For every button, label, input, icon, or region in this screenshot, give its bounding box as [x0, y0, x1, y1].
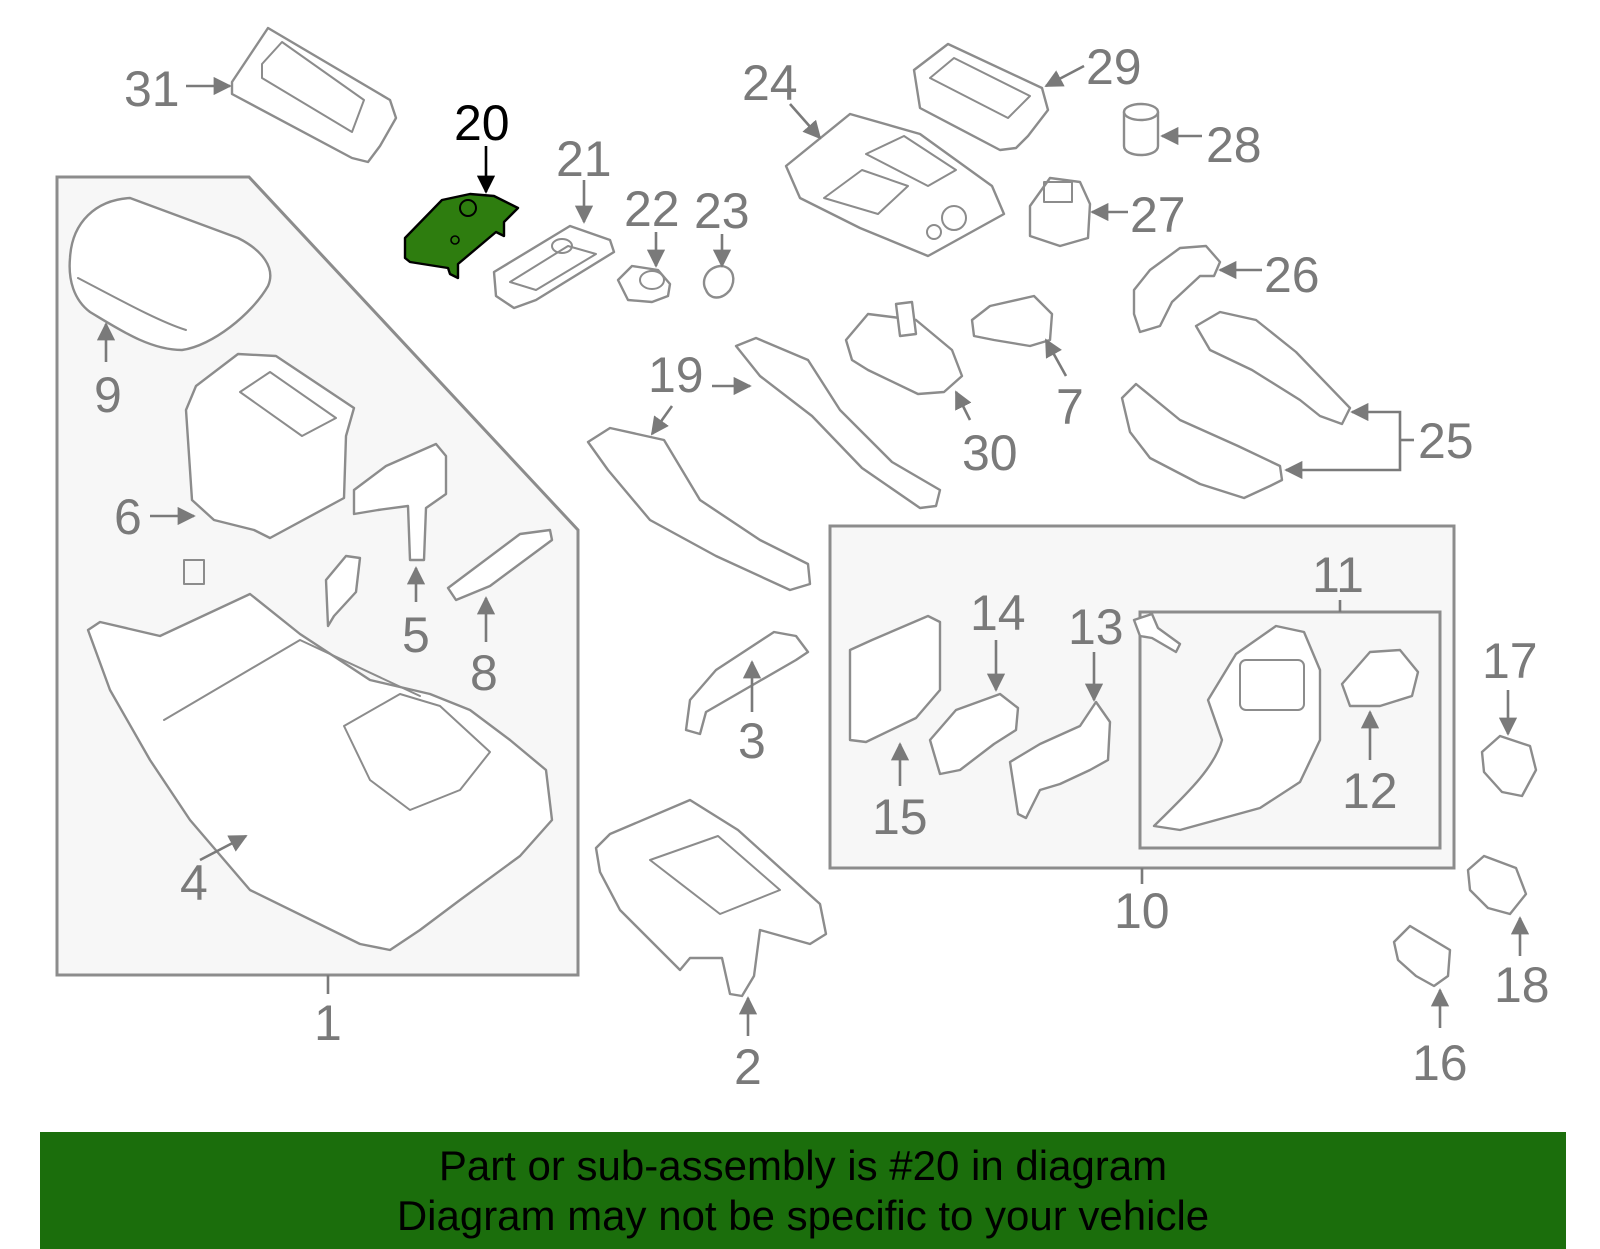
part-28-shape [1122, 102, 1160, 157]
callout-31[interactable]: 31 [124, 61, 180, 117]
part-6-shape [184, 352, 356, 540]
callout-18[interactable]: 18 [1494, 957, 1550, 1013]
part-21-shape [492, 224, 616, 310]
part-9-shape [68, 196, 272, 352]
callout-2[interactable]: 2 [734, 1039, 762, 1095]
callout-6[interactable]: 6 [114, 489, 142, 545]
part-19-shape [586, 336, 942, 592]
part-31-shape [230, 26, 398, 164]
part-4-shape [86, 559, 554, 952]
callout-4[interactable]: 4 [180, 855, 208, 911]
part-24-shape [784, 112, 1006, 258]
group-box-11 [1138, 610, 1442, 850]
part-29-shape [912, 42, 1050, 152]
part-15-shape [848, 614, 942, 744]
part-2-shape [594, 798, 828, 998]
callout-12[interactable]: 12 [1342, 763, 1398, 819]
leader-lines [96, 64, 1530, 1036]
callout-16[interactable]: 16 [1412, 1035, 1468, 1091]
part-20-shape [403, 192, 520, 280]
callout-27[interactable]: 27 [1130, 187, 1186, 243]
banner-line-disclaimer: Diagram may not be specific to your vehi… [396, 1191, 1210, 1239]
callout-24[interactable]: 24 [742, 55, 798, 111]
part-25-shape [1120, 310, 1352, 500]
callout-3[interactable]: 3 [738, 713, 766, 769]
part-11-shape [1152, 624, 1322, 832]
part-14-shape [928, 692, 1020, 776]
callout-19[interactable]: 19 [648, 347, 704, 403]
callout-7[interactable]: 7 [1056, 379, 1084, 435]
callout-8[interactable]: 8 [470, 645, 498, 701]
callout-28[interactable]: 28 [1206, 117, 1262, 173]
callout-1[interactable]: 1 [314, 995, 342, 1051]
part-bolt-shape [1132, 612, 1182, 654]
banner-line-part: Part or sub-assembly is #20 in diagram [438, 1141, 1168, 1189]
callout-13[interactable]: 13 [1068, 599, 1124, 655]
callout-5[interactable]: 5 [402, 607, 430, 663]
part-30-shape [844, 300, 964, 396]
part-26-shape [1132, 244, 1222, 334]
callout-14[interactable]: 14 [970, 585, 1026, 641]
callout-17[interactable]: 17 [1482, 633, 1538, 689]
callout-21[interactable]: 21 [556, 131, 612, 187]
callout-22[interactable]: 22 [624, 181, 680, 237]
part-8-shape [446, 528, 554, 602]
callout-10[interactable]: 10 [1114, 883, 1170, 939]
callout-15[interactable]: 15 [872, 789, 928, 845]
info-banner: Part or sub-assembly is #20 in diagram D… [40, 1132, 1566, 1249]
part-17-shape [1480, 734, 1538, 798]
part-27-shape [1028, 176, 1092, 248]
callout-29[interactable]: 29 [1086, 39, 1142, 95]
part-16-shape [1392, 924, 1452, 988]
callout-23[interactable]: 23 [694, 183, 750, 239]
part-18-shape [1466, 854, 1528, 916]
part-7-shape [970, 294, 1054, 348]
callout-9[interactable]: 9 [94, 367, 122, 423]
callout-11[interactable]: 11 [1312, 547, 1364, 603]
part-12-shape [1340, 648, 1420, 708]
part-13-shape [1008, 700, 1112, 820]
parts-diagram: 31 20 21 22 23 24 29 28 27 26 25 7 30 19… [55, 26, 1550, 1095]
callout-26[interactable]: 26 [1264, 247, 1320, 303]
callout-25[interactable]: 25 [1418, 413, 1474, 469]
part-22-shape [616, 264, 672, 304]
part-23-shape [702, 264, 735, 299]
callout-labels: 31 20 21 22 23 24 29 28 27 26 25 7 30 19… [94, 39, 1550, 1095]
part-3-shape [684, 630, 810, 736]
callout-30[interactable]: 30 [962, 425, 1018, 481]
callout-20[interactable]: 20 [454, 95, 510, 151]
part-5-shape [324, 442, 448, 628]
